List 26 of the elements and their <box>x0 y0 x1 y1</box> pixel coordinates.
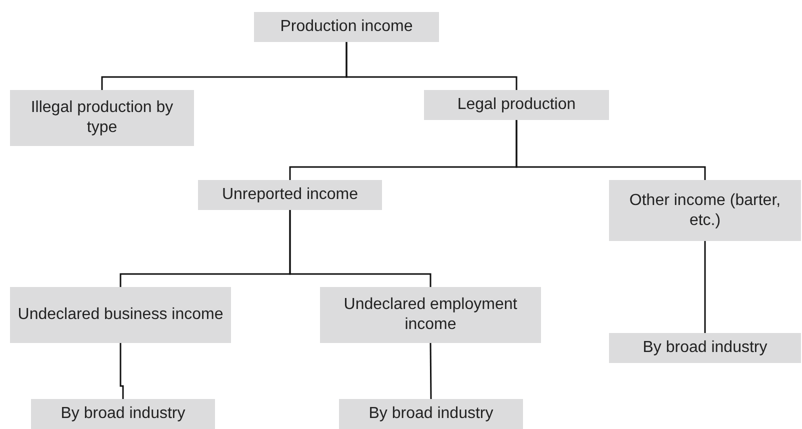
category-label: By broad industry <box>60 404 186 424</box>
connector-line <box>346 42 518 90</box>
connector-line <box>516 120 706 180</box>
category-box <box>609 333 801 363</box>
category-label: Legal production <box>457 95 576 115</box>
category-box <box>339 399 523 429</box>
category-box <box>609 180 801 241</box>
connector-line <box>289 210 432 287</box>
category-label: Production income <box>280 17 413 37</box>
category-box <box>10 287 231 343</box>
category-label: Unreported income <box>222 185 358 205</box>
connector-line <box>704 241 706 333</box>
category-label: Undeclared business income <box>18 305 224 325</box>
category-box <box>254 12 439 42</box>
category-box <box>10 90 194 146</box>
category-label: Undeclared employment income <box>342 295 518 335</box>
category-box <box>31 399 215 429</box>
category-label: By broad industry <box>642 338 768 358</box>
category-box <box>424 90 609 120</box>
category-label: Illegal production by type <box>30 98 174 138</box>
category-label: By broad industry <box>368 404 494 424</box>
category-box <box>320 287 541 343</box>
connector-line <box>430 343 432 399</box>
category-label: Other income (barter, etc.) <box>628 190 782 230</box>
category-box <box>198 180 382 210</box>
connector-line <box>120 343 124 399</box>
